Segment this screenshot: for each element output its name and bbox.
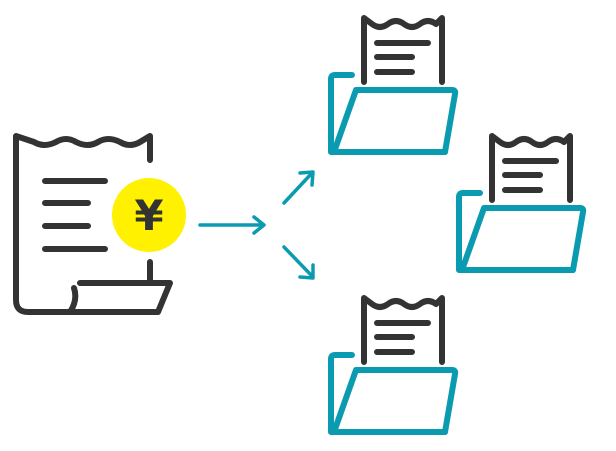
arrow-down-right-icon [282, 245, 315, 280]
arrows [198, 170, 315, 280]
folder-right [459, 136, 583, 270]
arrow-right-icon [198, 215, 266, 235]
source-receipt [13, 133, 173, 315]
yen-coin: ¥ [112, 178, 186, 252]
folder-bottom [331, 298, 455, 432]
folder-top [331, 18, 455, 152]
yen-symbol: ¥ [134, 191, 163, 240]
arrow-up-right-icon [282, 170, 315, 205]
